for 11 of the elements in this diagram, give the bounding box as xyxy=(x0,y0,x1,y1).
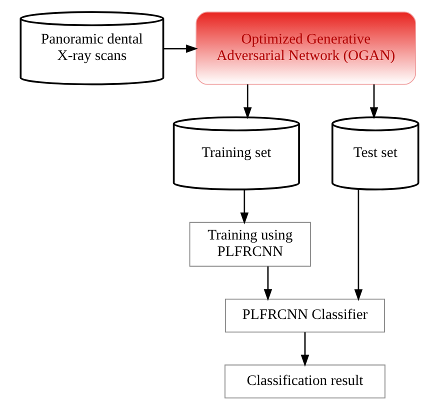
arrow xyxy=(164,44,198,53)
arrow xyxy=(354,190,363,302)
arrow xyxy=(264,266,272,301)
node-box: PLFRCNN Classifier xyxy=(224,298,385,333)
arrow xyxy=(300,332,310,367)
node-box: Optimized Generative Adversarial Network (OGAN) xyxy=(196,12,416,85)
arrow xyxy=(370,84,378,120)
arrow xyxy=(243,84,252,120)
node-box: Classification result xyxy=(224,364,386,398)
node-box: Training using PLFRCNN xyxy=(189,222,311,267)
arrow xyxy=(240,190,249,224)
